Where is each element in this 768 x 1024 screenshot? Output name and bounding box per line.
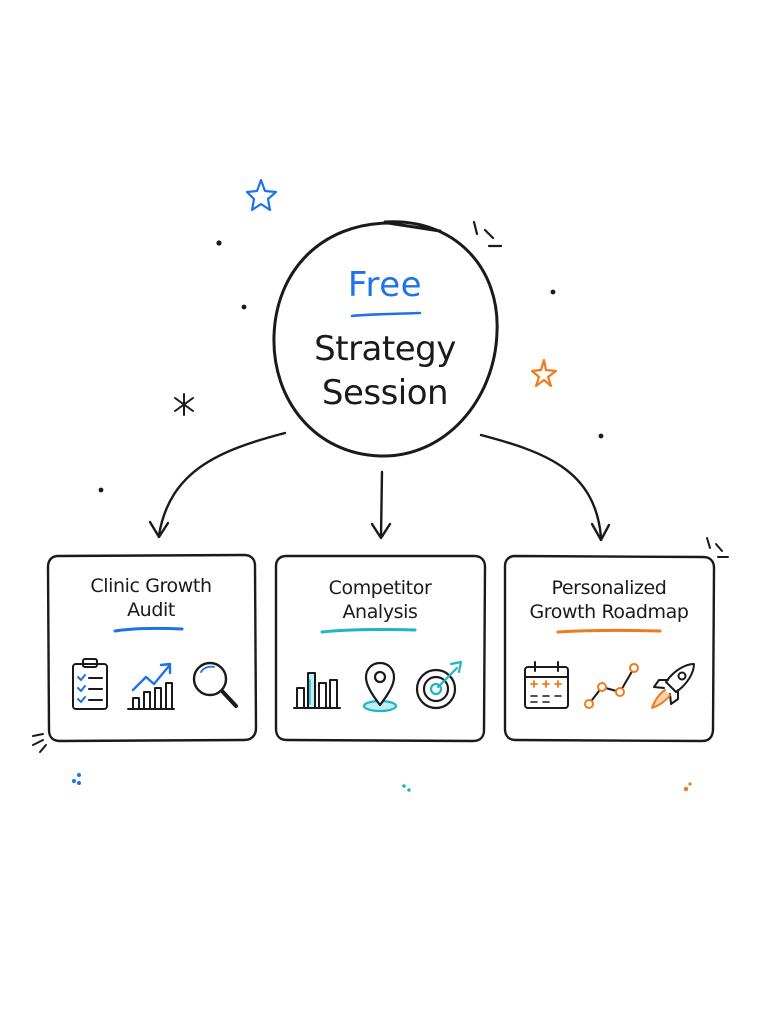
target-icon xyxy=(415,660,463,710)
free-underline xyxy=(350,311,422,318)
calendar-icon xyxy=(524,661,569,709)
hub-sparkle-lines xyxy=(472,220,503,248)
orange-star-icon xyxy=(530,358,558,388)
card-2-title-line-1: Competitor xyxy=(328,577,432,599)
card-1-title-line-2: Audit xyxy=(127,599,175,621)
card-1-underline xyxy=(113,626,184,633)
card-2-title: Competitor Analysis xyxy=(280,576,480,624)
magnifier-icon xyxy=(192,661,238,708)
growth-chart-icon xyxy=(127,662,175,710)
decorative-dots xyxy=(98,240,604,493)
card-personalized-growth-roadmap xyxy=(503,554,716,743)
color-dots xyxy=(72,773,692,792)
card-3-title: Personalized Growth Roadmap xyxy=(508,576,710,624)
hub-title-line-2: Session xyxy=(321,373,449,413)
checklist-icon xyxy=(72,658,108,710)
card-3-title-line-1: Personalized xyxy=(551,577,667,599)
bar-chart-icon xyxy=(293,672,341,709)
asterisk-icon xyxy=(174,393,194,416)
hub-title-line-1: Strategy xyxy=(314,329,456,369)
arrow-center xyxy=(370,470,392,540)
arrow-right xyxy=(479,433,611,542)
arrow-left xyxy=(148,431,287,539)
card-competitor-analysis xyxy=(274,554,487,743)
card-2-underline xyxy=(320,627,417,634)
hub-highlight-text: Free xyxy=(347,265,423,305)
card-3-underline xyxy=(556,628,662,634)
card-clinic-growth-audit xyxy=(46,553,258,743)
timeline-icon xyxy=(584,663,639,709)
hub-circle xyxy=(272,220,499,458)
card-3-sparkle-lines xyxy=(706,537,729,558)
card-3-title-line-2: Growth Roadmap xyxy=(529,601,689,623)
blue-star-icon xyxy=(245,178,278,212)
card-2-title-line-2: Analysis xyxy=(342,601,418,623)
location-pin-icon xyxy=(362,661,398,713)
card-1-sparkle-lines xyxy=(32,733,47,753)
card-1-title: Clinic Growth Audit xyxy=(52,574,250,622)
rocket-icon xyxy=(651,663,695,709)
card-1-title-line-1: Clinic Growth xyxy=(90,575,212,597)
